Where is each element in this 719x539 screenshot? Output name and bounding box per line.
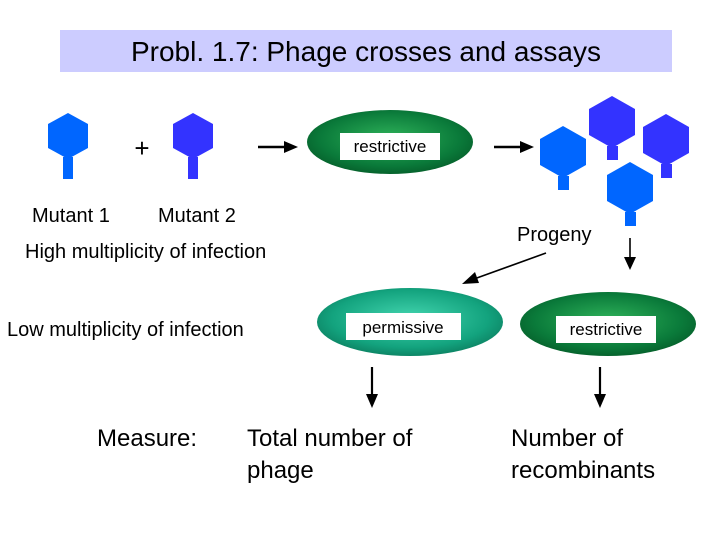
high-moi-label: High multiplicity of infection <box>25 241 266 263</box>
measure-label: Measure: <box>97 425 197 452</box>
result-total-line2: phage <box>247 457 314 484</box>
cross-plate-restrictive: restrictive <box>307 110 473 174</box>
low-moi-label: Low multiplicity of infection <box>7 319 244 341</box>
arrow-to-recombinants-icon <box>594 367 606 408</box>
permissive-plate-label: permissive <box>362 318 443 337</box>
mutant2-label: Mutant 2 <box>158 205 236 227</box>
restrictive-plate-label: restrictive <box>570 320 643 339</box>
mutant1-phage-icon <box>48 113 88 179</box>
plus-sign: + <box>134 133 149 163</box>
cross-plate-label: restrictive <box>354 137 427 156</box>
arrow-to-progeny-icon <box>494 141 534 153</box>
result-total-line1: Total number of <box>247 425 413 452</box>
mutant1-label: Mutant 1 <box>32 205 110 227</box>
arrow-to-permissive-icon <box>462 252 547 284</box>
progeny-label: Progeny <box>517 224 592 246</box>
arrow-to-restrictive-icon <box>624 238 636 270</box>
progeny-phage-icon <box>540 126 586 190</box>
assay-plate-restrictive: restrictive <box>520 292 696 356</box>
progeny-phage-icon <box>589 96 635 160</box>
title-banner: Probl. 1.7: Phage crosses and assays <box>60 30 672 72</box>
progeny-phage-icon <box>607 162 653 226</box>
result-recombinants-line1: Number of <box>511 425 623 452</box>
arrow-to-total-icon <box>366 367 378 408</box>
arrow-to-cross-plate-icon <box>258 141 298 153</box>
assay-plate-permissive: permissive <box>317 288 503 356</box>
page-title: Probl. 1.7: Phage crosses and assays <box>131 36 601 67</box>
progeny-phage-icon <box>643 114 689 178</box>
result-recombinants-line2: recombinants <box>511 457 655 484</box>
mutant2-phage-icon <box>173 113 213 179</box>
